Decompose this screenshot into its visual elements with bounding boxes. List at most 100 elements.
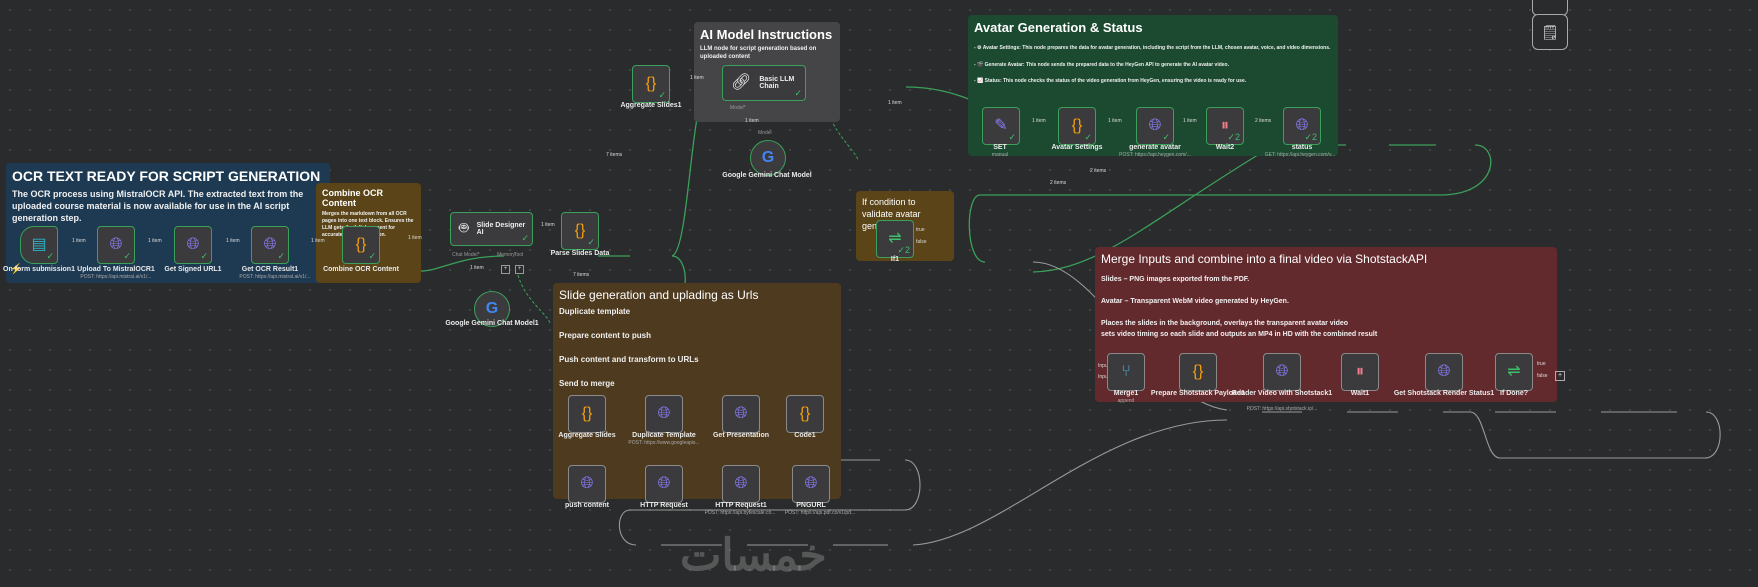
node-http-request[interactable]: 🌐︎ (645, 465, 683, 503)
edge-label: 1 item (226, 238, 240, 244)
node-duplicate-template[interactable]: 🌐︎ (645, 395, 683, 433)
node-wait2[interactable]: ⏸︎✓2 (1206, 107, 1244, 145)
edge-label: 1 item (148, 238, 162, 244)
node-wait1[interactable]: ⏸︎ (1341, 353, 1379, 391)
edge-label: 2 items (1090, 168, 1107, 174)
node-label: HTTP Request (640, 502, 688, 509)
edge-label: 1 item (1183, 118, 1197, 124)
node-label: Code1 (794, 432, 816, 439)
node-if1[interactable]: ⇌✓2 (876, 220, 914, 258)
node-subtitle: POST: https://api.shotstack.io/... (1246, 406, 1318, 412)
node-parse-slides-data[interactable]: {}✓ (561, 212, 599, 250)
node-label: PNGURL (796, 502, 826, 509)
node-label: Avatar Settings (1051, 144, 1103, 151)
node-subtitle: POST: https://api.heygen.com/... (1119, 152, 1191, 158)
port-label-chat-model: Chat Model* (452, 252, 480, 258)
node-label: Prepare Shotstack Payload1 (1150, 390, 1246, 397)
globe-icon: 🌐︎ (657, 475, 671, 492)
output-label-false: false (916, 239, 927, 245)
sticky-slides-title: Slide generation and uplading as Urls (559, 288, 759, 302)
edge-label: 1 item (745, 118, 759, 124)
google-icon: G (761, 149, 775, 166)
node-slide-designer-ai[interactable]: 🤖︎Slide Designer AI✓ (450, 212, 533, 246)
node-set[interactable]: ✎✓ (982, 107, 1020, 145)
edge-label: 1 item (690, 75, 704, 81)
input-label-2: Input 2 (1098, 374, 1114, 380)
sticky-avatar-title: Avatar Generation & Status (974, 20, 1143, 35)
sticky-avatar-line: - ⚙ Avatar Settings: This node prepares … (974, 45, 1331, 51)
node-label: HTTP Request1 (715, 502, 767, 509)
node-label: Parse Slides Data (550, 250, 610, 257)
node-label: Wait1 (1350, 390, 1370, 397)
success-check-icon: ✓ (794, 88, 802, 98)
edge-label: 1 item (1032, 118, 1046, 124)
code-icon: {} (645, 75, 657, 92)
node-if-done[interactable]: ⇌ (1495, 353, 1533, 391)
add-sticky-button[interactable]: 🗒︎ (1532, 14, 1568, 50)
node-get-ocr-result[interactable]: 🌐︎✓ (251, 226, 289, 264)
node-aggregate-slides[interactable]: {} (568, 395, 606, 433)
node-label: Wait2 (1215, 144, 1235, 151)
node-subtitle: append (1117, 398, 1135, 404)
sticky-merge-line: sets video timing so each slide and outp… (1101, 331, 1378, 338)
node-generate-avatar[interactable]: 🌐︎✓ (1136, 107, 1174, 145)
node-merge1[interactable]: ⑂ (1107, 353, 1145, 391)
sticky-ocr[interactable]: OCR TEXT READY FOR SCRIPT GENERATION The… (6, 163, 330, 283)
node-subtitle: manual (991, 152, 1009, 158)
trigger-bolt-icon: ⚡ (10, 264, 23, 275)
sticky-slides[interactable]: Slide generation and uplading as Urls Du… (553, 283, 841, 499)
node-label: SET (993, 144, 1007, 151)
success-check-icon: ✓ (658, 90, 666, 100)
node-form-submission[interactable]: ▤✓ (20, 226, 58, 264)
add-node-button[interactable]: + (1555, 371, 1565, 381)
node-subtitle: POST: https://www.googleapis... (628, 440, 700, 446)
node-get-render-status[interactable]: 🌐︎ (1425, 353, 1463, 391)
node-get-presentation[interactable]: 🌐︎ (722, 395, 760, 433)
node-basic-llm-chain[interactable]: 🔗︎Basic LLM Chain✓ (722, 65, 806, 101)
node-label: status (1291, 144, 1313, 151)
globe-icon: 🌐︎ (1295, 117, 1309, 134)
node-subtitle: POST: https://api.bytescale.co... (704, 510, 776, 516)
success-check-icon: ✓ (1084, 132, 1092, 142)
edge-label: 1 item (888, 100, 902, 106)
node-google-gemini-1[interactable]: G (474, 291, 510, 327)
node-pngurl[interactable]: 🌐︎ (792, 465, 830, 503)
node-avatar-settings[interactable]: {}✓ (1058, 107, 1096, 145)
add-tool-button[interactable]: + (515, 265, 524, 274)
node-http-request-1[interactable]: 🌐︎ (722, 465, 760, 503)
success-check-icon: ✓ (521, 233, 529, 243)
port-label-memory: Memory (497, 252, 516, 258)
node-google-gemini[interactable]: G (750, 140, 786, 176)
node-label: Aggregate Slides1 (620, 102, 682, 109)
node-aggregate-slides-1[interactable]: {}✓ (632, 65, 670, 103)
sticky-avatar-line: - 🎬 Generate Avatar: This node sends the… (974, 62, 1229, 68)
node-upload-mistral[interactable]: 🌐︎✓ (97, 226, 135, 264)
globe-icon: 🌐︎ (186, 236, 200, 253)
edge-label: 2 items (1050, 180, 1067, 186)
globe-icon: 🌐︎ (1148, 117, 1162, 134)
node-label: Get Shotstack Render Status1 (1393, 390, 1495, 397)
sticky-ai-body: LLM node for script generation based on … (700, 46, 817, 60)
node-label: Get Presentation (712, 432, 769, 439)
node-push-content[interactable]: 🌐︎ (568, 465, 606, 503)
node-subtitle: GET: https://api.heygen.com/v... (1264, 152, 1336, 158)
node-render-video[interactable]: 🌐︎ (1263, 353, 1301, 391)
node-label: On form submission1 (3, 266, 75, 273)
globe-icon: 🌐︎ (1275, 363, 1289, 380)
sticky-ocr-title: OCR TEXT READY FOR SCRIPT GENERATION (12, 168, 321, 184)
link-icon: 🔗︎ (731, 74, 752, 91)
sticky-slides-line: Push content and transform to URLs (559, 355, 699, 364)
node-prepare-shotstack[interactable]: {} (1179, 353, 1217, 391)
sticky-merge[interactable]: Merge Inputs and combine into a final vi… (1095, 247, 1557, 402)
node-combine-ocr[interactable]: {}✓ (342, 226, 380, 264)
edge-label: 1 item (470, 265, 484, 271)
add-memory-button[interactable]: + (501, 265, 510, 274)
node-status[interactable]: 🌐︎✓2 (1283, 107, 1321, 145)
sticky-combine-title: Combine OCR Content (322, 188, 384, 208)
node-label: Duplicate Template (632, 432, 696, 439)
node-get-signed-url[interactable]: 🌐︎✓ (174, 226, 212, 264)
code-icon: {} (355, 236, 367, 253)
node-code1[interactable]: {} (786, 395, 824, 433)
node-label: Aggregate Slides (558, 432, 616, 439)
form-icon: ▤ (31, 236, 47, 253)
